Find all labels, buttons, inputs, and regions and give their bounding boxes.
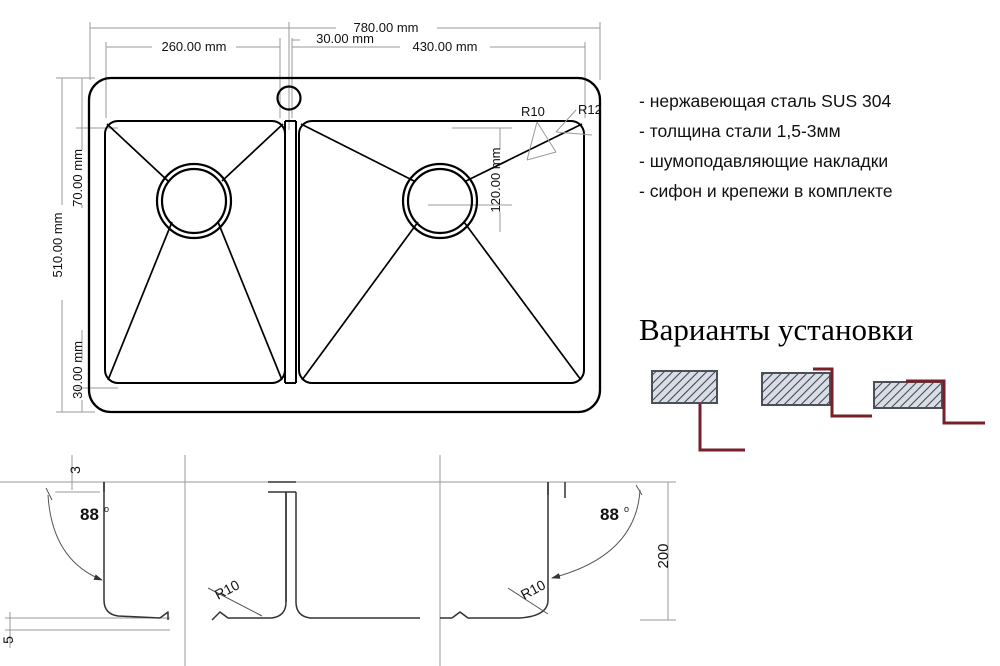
top-view-dimension-lines [56, 22, 601, 413]
spec-item-accessories: - сифон и крепежи в комплекте [639, 181, 893, 201]
label-r10-section-left: R10 [212, 576, 242, 602]
label-angle-left-deg: o [104, 504, 109, 514]
bowl-divider [284, 120, 297, 384]
install-variant-3 [873, 379, 985, 425]
spec-item-material: - нержавеющая сталь SUS 304 [639, 91, 892, 111]
dim-top-margin: 70.00 mm [70, 149, 85, 207]
sink-outer-outline [87, 76, 602, 414]
dim-overall-depth: 510.00 mm [50, 212, 65, 277]
left-bowl-slope-lines [106, 123, 284, 381]
label-r12-top: R12 [578, 102, 602, 117]
specification-list: - нержавеющая сталь SUS 304 - толщина ст… [639, 86, 999, 206]
section-dimension-lines [0, 455, 676, 666]
dim-bottom-thickness: 5 [0, 636, 16, 644]
label-angle-right: 88 [600, 505, 619, 524]
install-variants-heading: Варианты установки [639, 312, 914, 347]
left-drain-outer-ring [155, 162, 233, 240]
spec-item-thickness: - толщина стали 1,5-3мм [639, 121, 841, 141]
section-radius-leaders [207, 587, 549, 617]
dim-right-bowl-width: 430.00 mm [412, 39, 477, 54]
right-drain-outer-ring [401, 162, 479, 240]
section-profile [103, 481, 566, 621]
dim-drain-offset: 120.00 mm [488, 147, 503, 212]
dim-bowl-depth: 200 [655, 543, 672, 568]
left-bowl [104, 120, 286, 384]
label-r10-top: R10 [521, 104, 545, 119]
dim-overall-width: 780.00 mm [353, 20, 418, 35]
angle-arcs [45, 484, 643, 581]
label-angle-right-deg: o [624, 504, 629, 514]
dim-left-bowl-width: 260.00 mm [161, 39, 226, 54]
dim-bottom-margin: 30.00 mm [70, 341, 85, 399]
install-variant-2 [761, 367, 872, 418]
install-variant-1 [651, 370, 745, 452]
label-angle-left: 88 [80, 505, 99, 524]
left-drain-inner-ring [160, 167, 228, 235]
right-bowl [298, 120, 585, 384]
dimension-labels: 780.00 mm 260.00 mm 30.00 mm 430.00 mm 5… [0, 20, 672, 644]
right-bowl-slope-lines [300, 123, 583, 381]
dim-divider-width: 30.00 mm [316, 31, 374, 46]
faucet-hole [276, 85, 302, 111]
dim-rim-thickness: 3 [67, 466, 83, 474]
spec-item-soundpads: - шумоподавляющие накладки [639, 151, 889, 171]
label-r10-section-right: R10 [518, 576, 548, 602]
radius-leaders [526, 109, 593, 161]
right-drain-inner-ring [406, 167, 474, 235]
